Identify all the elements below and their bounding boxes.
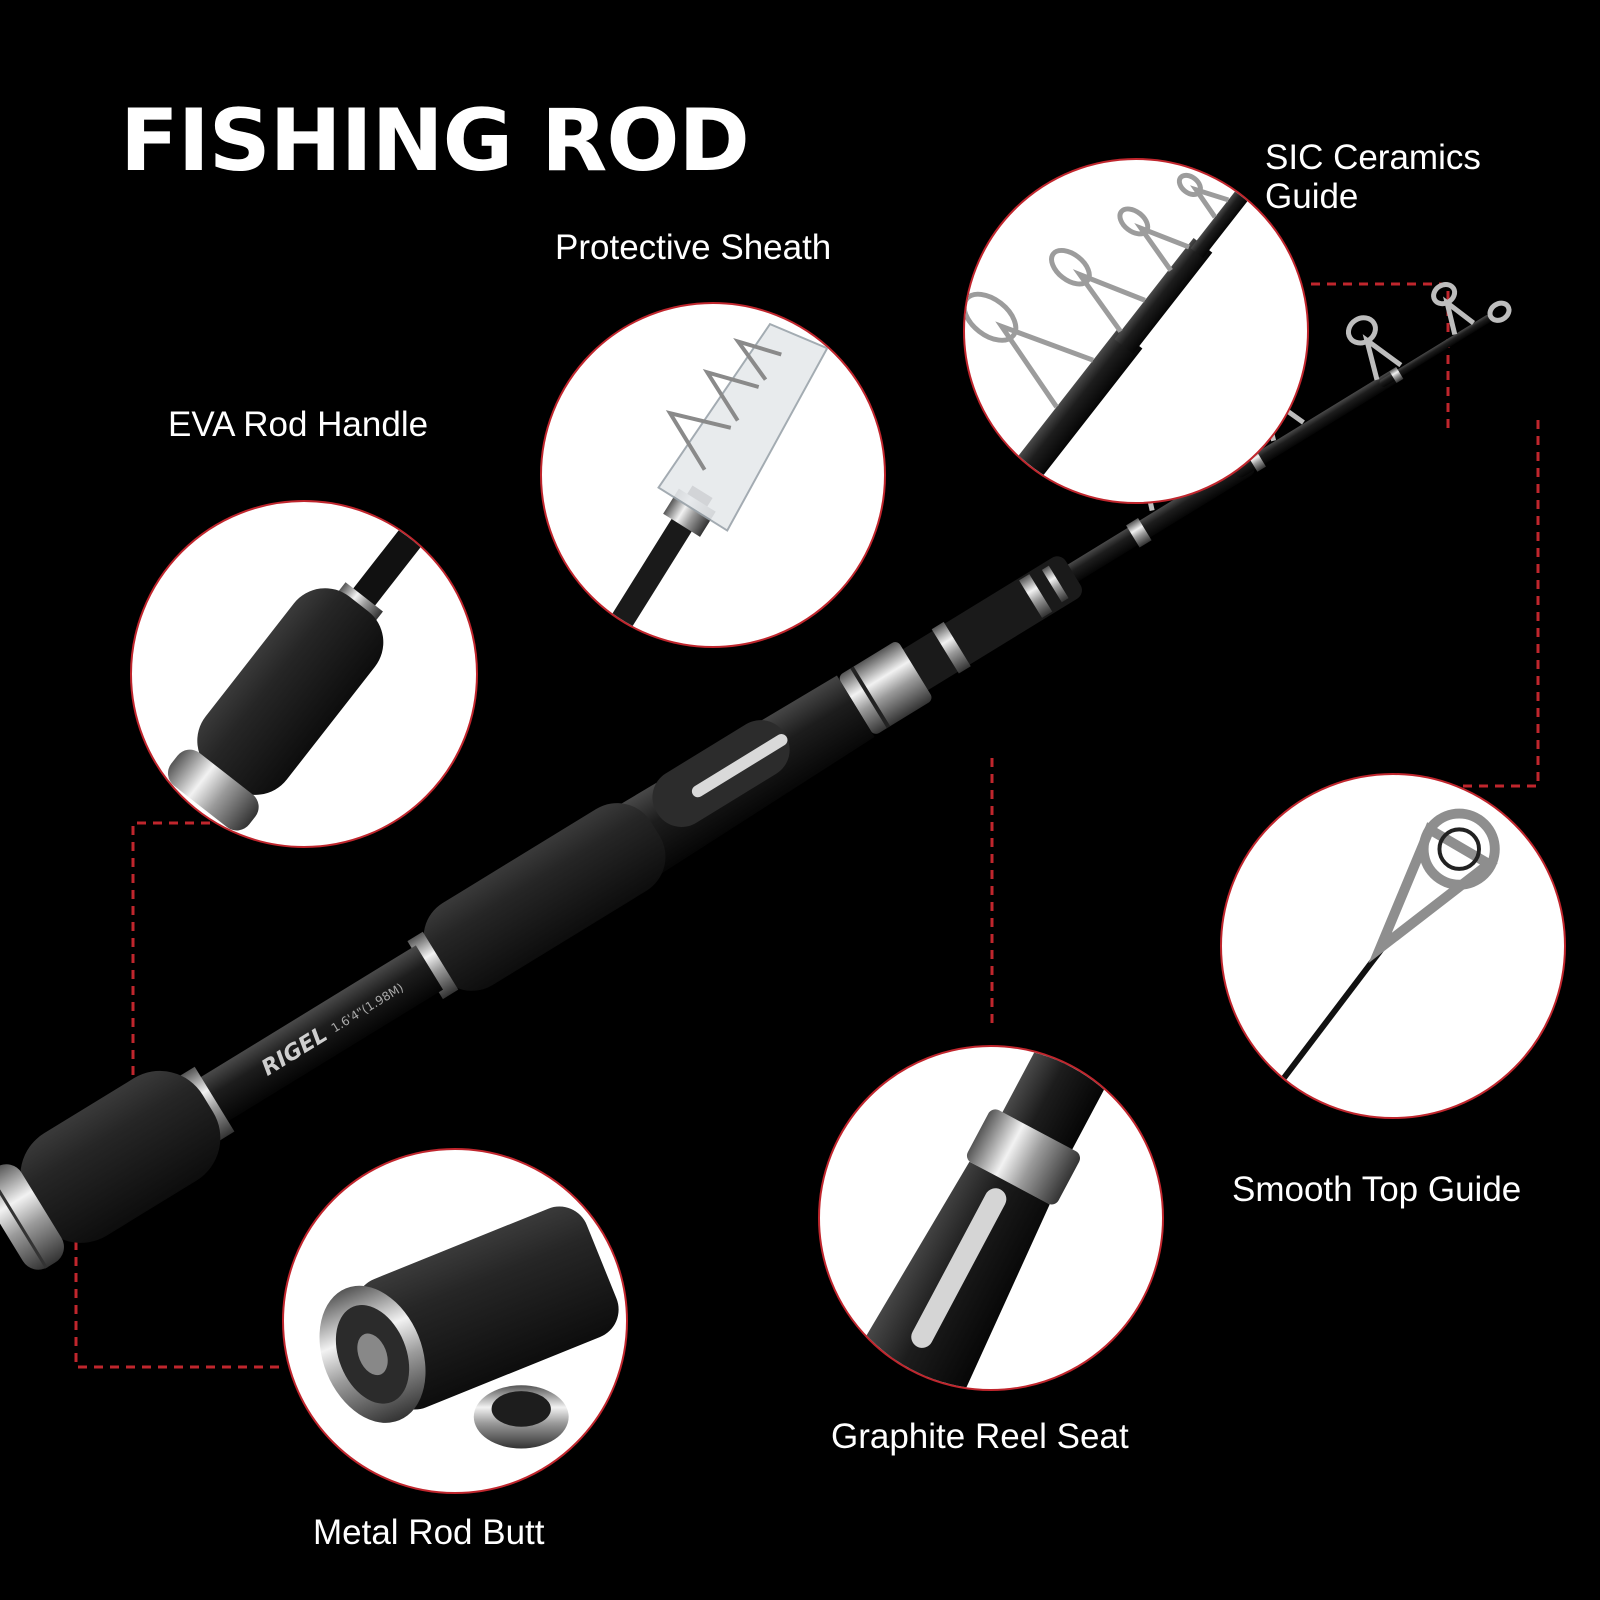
top-guide-closeup-icon: [1220, 773, 1566, 1119]
connector-eva: [131, 821, 210, 1100]
protective-sheath-closeup-icon: [540, 302, 886, 648]
metal-rod-butt-label: Metal Rod Butt: [313, 1513, 545, 1552]
rod-butt-closeup-icon: [282, 1148, 628, 1494]
smooth-top-guide-label: Smooth Top Guide: [1232, 1170, 1522, 1209]
eva-rod-handle-label: EVA Rod Handle: [168, 405, 429, 444]
connector-butt: [74, 1225, 282, 1369]
protective-sheath-label: Protective Sheath: [555, 228, 832, 267]
connector-top: [1462, 420, 1540, 788]
graphite-reel-seat-label: Graphite Reel Seat: [831, 1417, 1129, 1456]
page-title: FISHING ROD: [120, 91, 750, 191]
sic-guides-closeup-icon: [963, 158, 1309, 504]
sic-ceramics-guide-label: SIC Ceramics Guide: [1265, 138, 1481, 217]
eva-handle-closeup-icon: [130, 500, 478, 848]
reel-seat-closeup-icon: [818, 1045, 1164, 1391]
